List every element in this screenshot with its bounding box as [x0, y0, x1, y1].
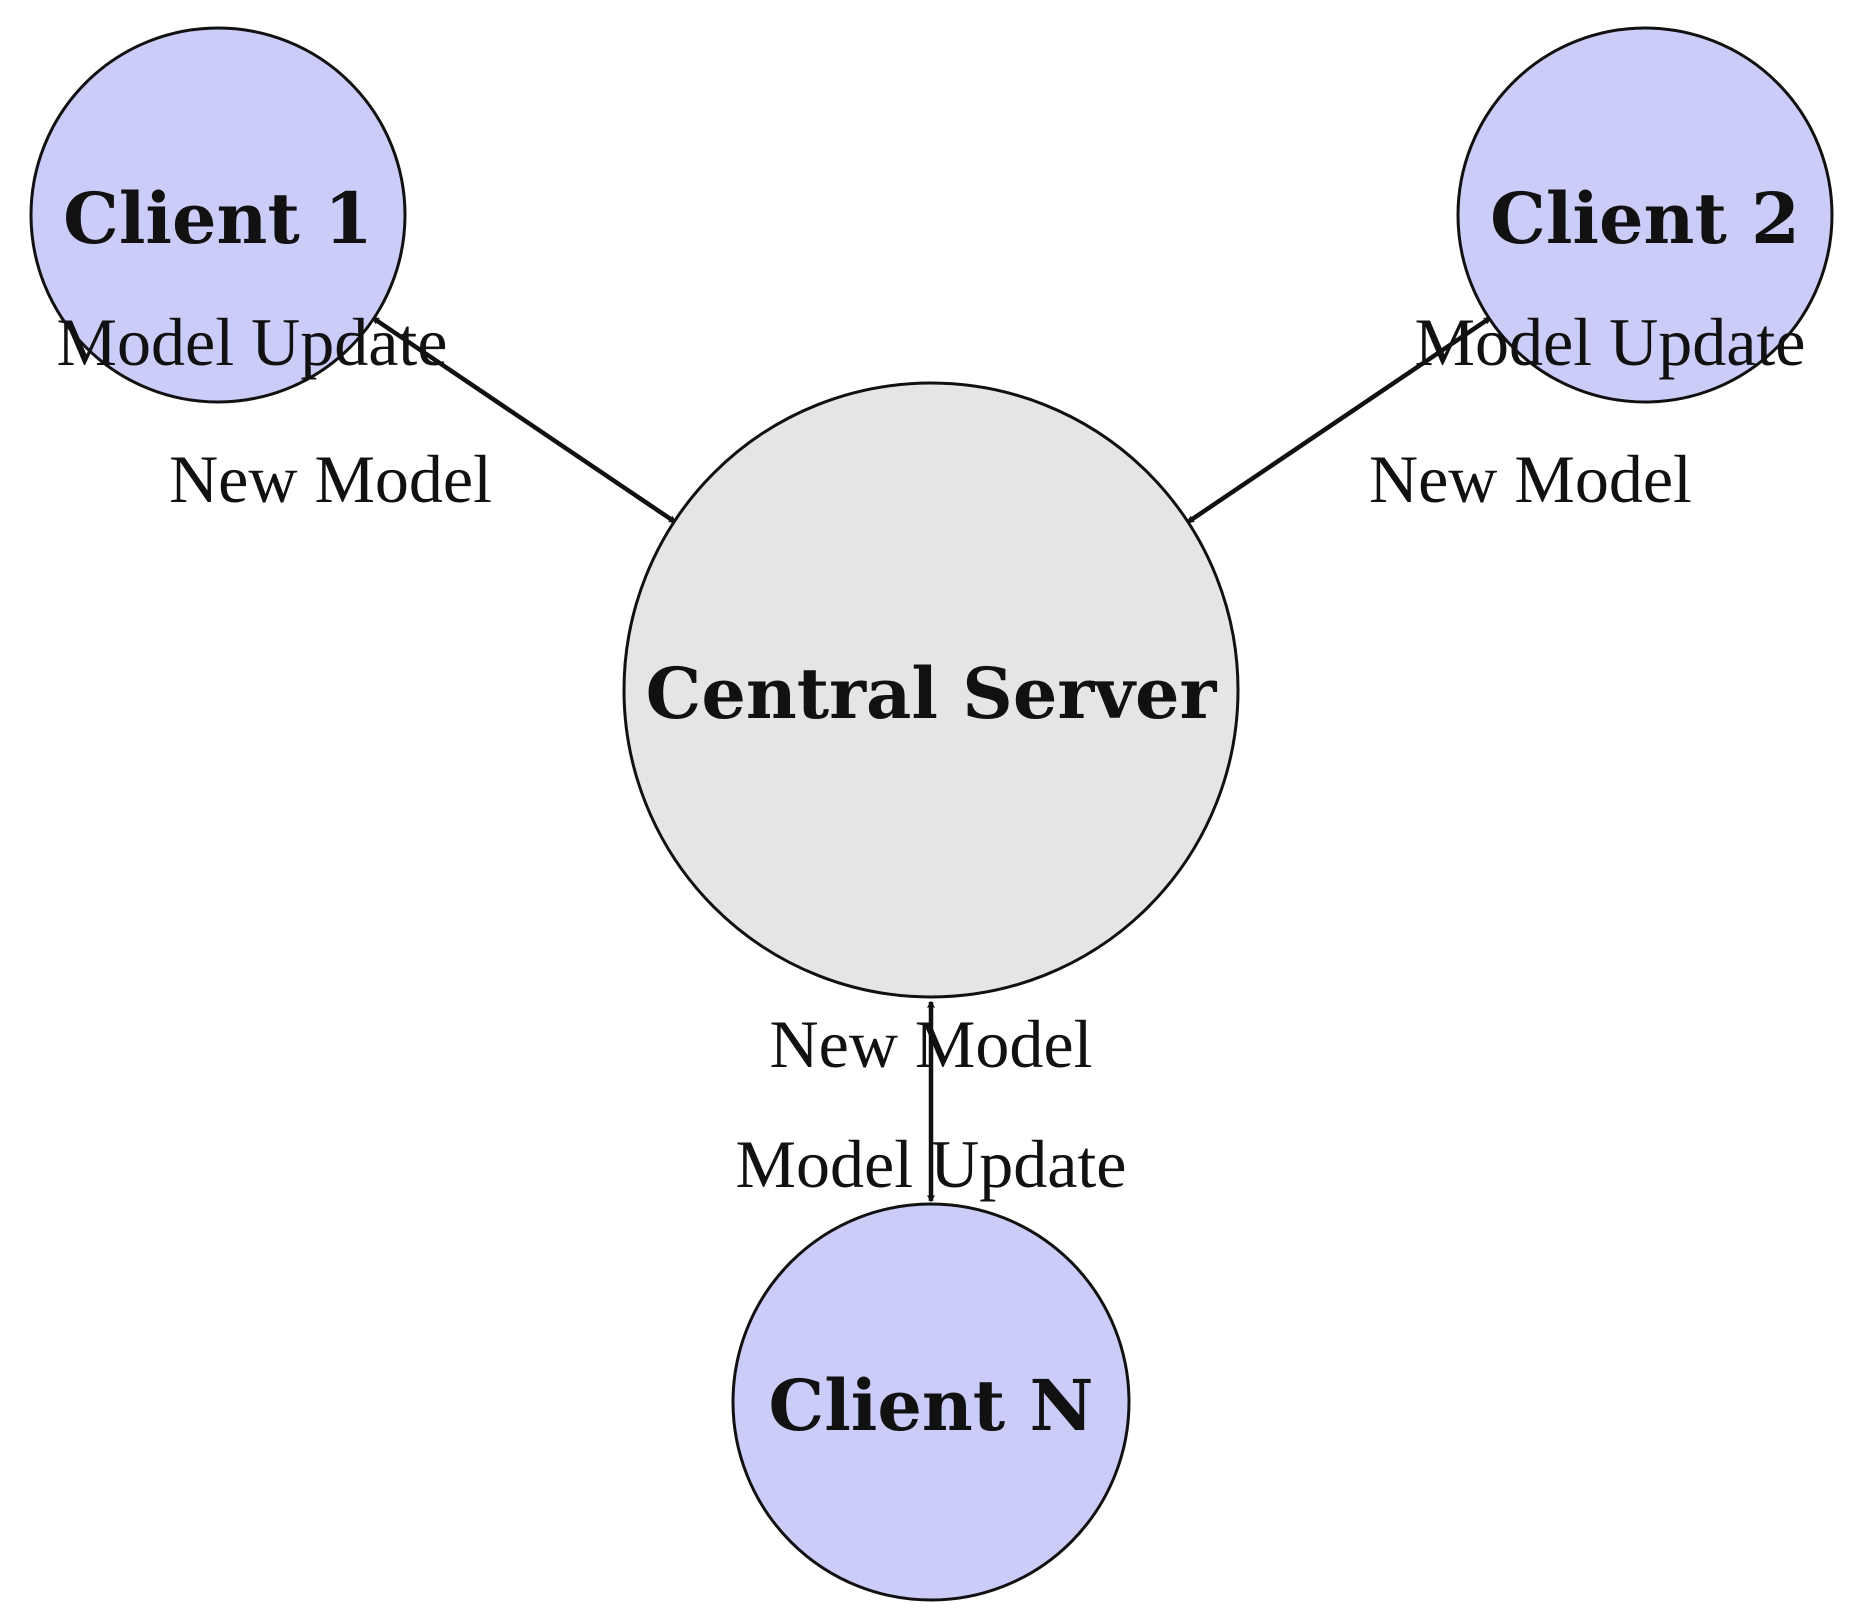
- client-2-node: Client 2: [1456, 26, 1834, 404]
- client-2-label: Client 2: [1490, 177, 1800, 260]
- client-n-circle: [731, 1202, 1131, 1602]
- central-server-label: Central Server: [646, 652, 1218, 735]
- client-n-model-update-label: Model Update: [736, 1126, 1127, 1202]
- edge-client-1-server: [371, 316, 677, 524]
- client-2-new-model-label: New Model: [1369, 441, 1692, 517]
- client-1-label: Client 1: [63, 177, 373, 260]
- central-server-circle: [622, 381, 1240, 999]
- client-1-model-update-label: Model Update: [57, 304, 448, 380]
- central-server-node: Central Server: [622, 381, 1240, 999]
- client-1-node: Client 1: [29, 26, 407, 404]
- client-1-circle: [29, 26, 407, 404]
- client-n-new-model-label: New Model: [770, 1006, 1093, 1082]
- edge-client-2-server: [1186, 316, 1492, 524]
- client-n-label: Client N: [768, 1364, 1093, 1447]
- client-n-node: Client N: [731, 1202, 1131, 1602]
- client-2-model-update-label: Model Update: [1415, 304, 1806, 380]
- client-1-new-model-label: New Model: [169, 441, 492, 517]
- client-2-circle: [1456, 26, 1834, 404]
